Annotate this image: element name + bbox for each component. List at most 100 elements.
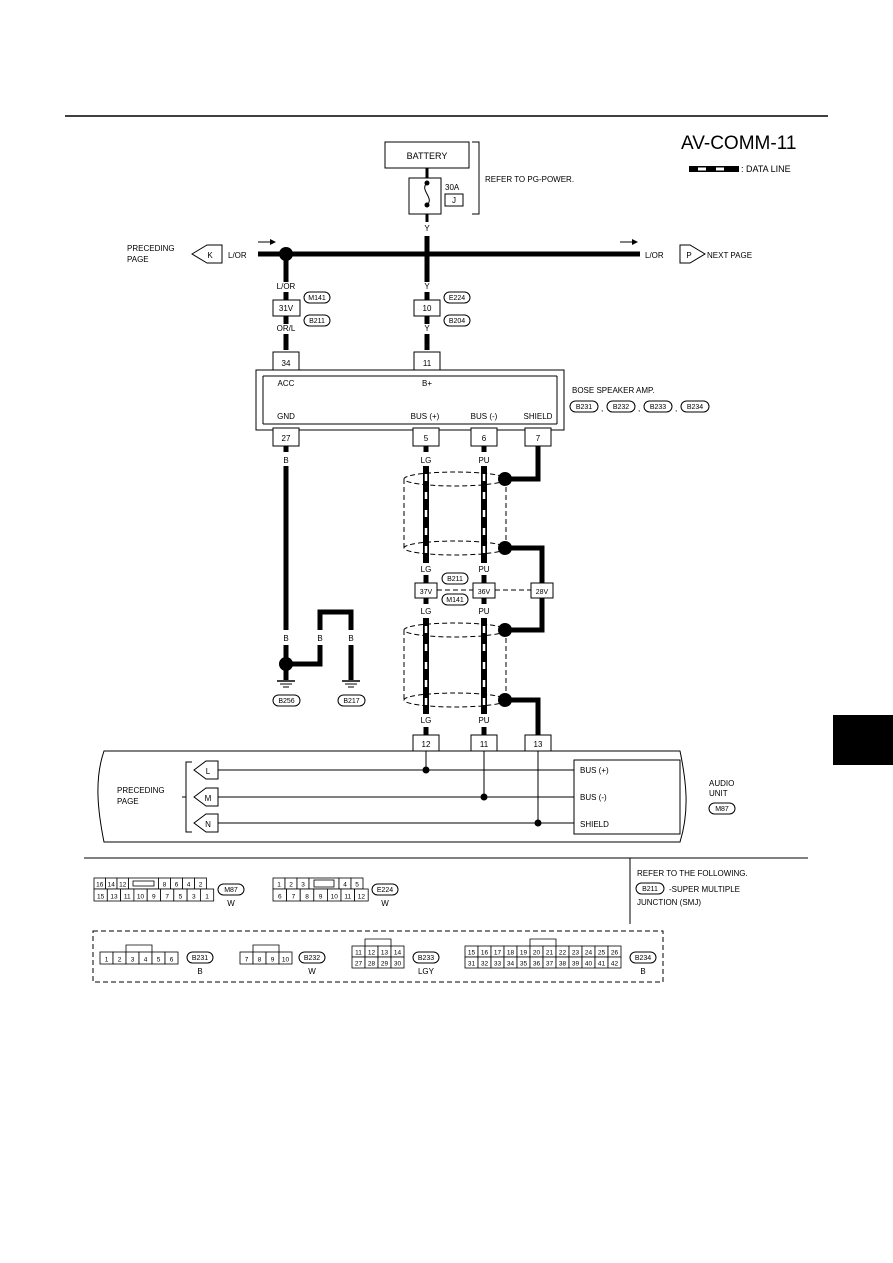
b234-face-pin: 16 (481, 950, 489, 957)
wire-color-b-2: B (283, 634, 288, 643)
wire-color-y-3: Y (424, 324, 430, 333)
audio-bus-minus: BUS (-) (580, 793, 607, 802)
connector-b233-face-badge (412, 951, 440, 964)
amp-connector-badges: B231 , B232 , B233 , B234 (569, 400, 710, 413)
svg-text:M141: M141 (446, 597, 464, 604)
wire-color-lg-4: LG (421, 716, 432, 725)
fuse-box (408, 177, 442, 215)
e224-face-pin: 2 (289, 882, 293, 889)
page-arrow-n (193, 813, 219, 833)
b234-face-pin: 37 (546, 961, 554, 968)
m87-face-pin: 9 (152, 894, 156, 901)
b234-face-pin: 42 (611, 961, 619, 968)
b234-face-pin: 32 (481, 961, 489, 968)
connector-b234-face-badge (629, 951, 657, 964)
amp-bplus: B+ (422, 379, 432, 388)
svg-text:28V: 28V (536, 589, 549, 596)
svg-text:B231: B231 (576, 404, 592, 411)
refer-line1: REFER TO THE FOLLOWING. (637, 869, 748, 878)
b232-face-pin: 8 (258, 957, 262, 964)
svg-text:L: L (206, 767, 211, 776)
amp-name: BOSE SPEAKER AMP. (572, 386, 655, 395)
ground-symbol-b217 (342, 680, 360, 688)
svg-text:34: 34 (282, 359, 291, 368)
svg-text:10: 10 (423, 304, 432, 313)
wire-color-b-4: B (348, 634, 353, 643)
svg-text:27: 27 (282, 434, 291, 443)
connector-b232-face-badge (298, 951, 326, 964)
shield-top-lower (403, 622, 507, 638)
b234-face-pin: 39 (572, 961, 580, 968)
e224-face-pin: 10 (331, 894, 339, 901)
wire-color-b-1: B (283, 456, 288, 465)
page-arrow-p (679, 244, 706, 264)
m87-face-pin: 13 (110, 894, 118, 901)
b231-face-pin: 4 (144, 957, 148, 964)
diagram-title: AV-COMM-11 (681, 133, 796, 154)
audio-unit-name1: AUDIO (709, 779, 734, 788)
page-arrow-m (193, 787, 219, 807)
amp-connectors-enclosure (92, 930, 664, 983)
amp-bus-plus: BUS (+) (411, 412, 440, 421)
svg-text:7: 7 (536, 434, 541, 443)
svg-text:11: 11 (480, 740, 489, 749)
connector-m87-face-badge (217, 883, 245, 896)
amp-shield: SHIELD (524, 412, 553, 421)
m87-face-pin: 11 (124, 894, 131, 901)
svg-text:6: 6 (482, 434, 487, 443)
wire-color-lg-2: LG (421, 565, 432, 574)
wire-color-lor-2: L/OR (645, 251, 664, 260)
data-line-legend: : DATA LINE (689, 164, 791, 174)
b233-face-pin: 29 (381, 961, 389, 968)
svg-text:31V: 31V (279, 304, 294, 313)
b234-face-pin: 31 (468, 961, 476, 968)
svg-text:B211: B211 (447, 576, 463, 583)
page-arrow-l (193, 760, 219, 780)
page-arrow-k (191, 244, 223, 264)
svg-text:11: 11 (423, 359, 432, 368)
svg-text:B234: B234 (687, 404, 703, 411)
svg-text:E224: E224 (449, 295, 465, 302)
connector-e224-face-badge (371, 883, 399, 896)
connector-b211-badge (303, 314, 331, 327)
b233-face-pin: 30 (394, 961, 402, 968)
m87-face-pin: 14 (108, 882, 116, 889)
connector-e224-badge (443, 291, 471, 304)
amp-gnd: GND (277, 412, 295, 421)
wire-color-orl: OR/L (277, 324, 296, 333)
b231-face-pin: 1 (105, 957, 109, 964)
b234-face-pin: 34 (507, 961, 515, 968)
svg-text:B232: B232 (613, 404, 629, 411)
b231-face-pin: 3 (131, 957, 135, 964)
connector-m141-badge (303, 291, 331, 304)
svg-text:B231: B231 (192, 955, 208, 962)
amp-bus-minus: BUS (-) (471, 412, 498, 421)
b234-face-pin: 35 (520, 961, 528, 968)
b231-face-pin: 6 (170, 957, 174, 964)
e224-face-pin: 9 (319, 894, 323, 901)
svg-text:B211: B211 (642, 886, 658, 893)
b233-face-pin: 28 (368, 961, 376, 968)
svg-text:37V: 37V (420, 589, 433, 596)
wire-color-pu-1: PU (478, 456, 489, 465)
data-line-label: : DATA LINE (741, 164, 791, 174)
m87-face-pin: 5 (179, 894, 183, 901)
battery-label: BATTERY (407, 151, 448, 161)
b231-face-pin: 2 (118, 957, 122, 964)
b233-face-pin: 11 (355, 950, 362, 957)
svg-text:B204: B204 (449, 318, 465, 325)
e224-face-pin: 5 (355, 882, 359, 889)
wire-color-pu-3: PU (478, 607, 489, 616)
b232-face-cell (278, 951, 293, 965)
amp-acc: ACC (278, 379, 295, 388)
bose-speaker-amp-box (255, 369, 565, 431)
b233-face-cell (390, 956, 405, 969)
connector-b231-face-badge (186, 951, 214, 964)
e224-face-pin: 3 (301, 882, 305, 889)
m87-color: W (227, 899, 235, 908)
svg-text:,: , (638, 404, 640, 413)
b234-face-pin: 26 (611, 950, 619, 957)
svg-text:36V: 36V (478, 589, 491, 596)
preceding-label-k: PRECEDING (127, 244, 175, 253)
